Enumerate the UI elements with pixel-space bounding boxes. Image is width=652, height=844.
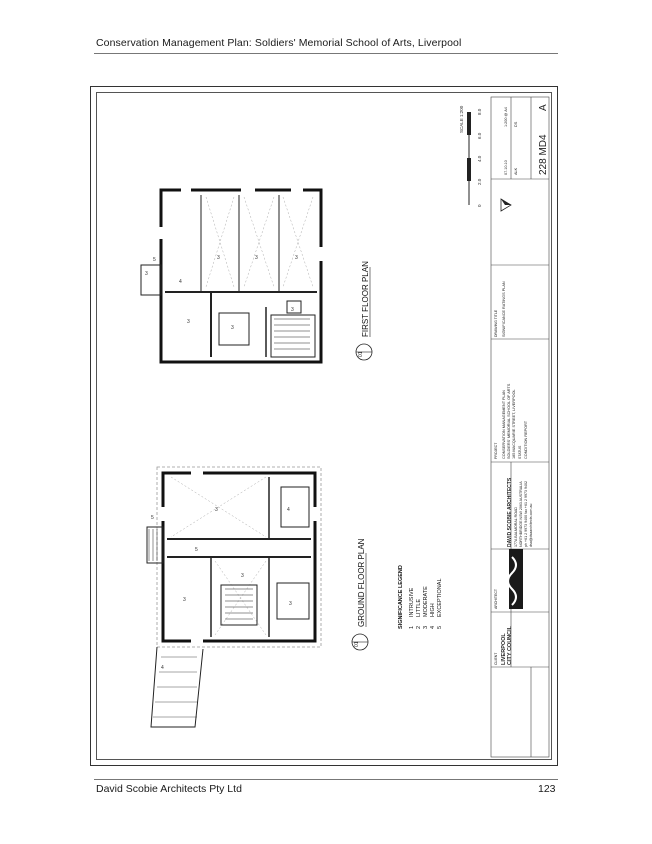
legend-num-3: 3: [423, 626, 429, 629]
scale-label: SCALE 1:200: [459, 105, 464, 133]
legend-title: SIGNIFICANCE LEGEND: [398, 565, 404, 629]
svg-text:3: 3: [295, 255, 298, 261]
first-floor-plan-title: FIRST FLOOR PLAN: [361, 261, 370, 337]
project-line-1: CONSERVATION MANAGEMENT PLAN: [502, 390, 506, 459]
status-label: STATUS: [518, 445, 522, 459]
north-arrow-icon: [500, 198, 512, 212]
legend-label-1: INTRUSIVE: [409, 587, 415, 617]
ground-floor-title-group: 01 GROUND FLOOR PLAN: [351, 538, 369, 651]
legend-label-2: LITTLE: [416, 599, 422, 617]
architect-logo: [507, 549, 523, 609]
architect-address-1: 177A BALMORAL ROAD: [514, 507, 518, 547]
legend-num-2: 2: [416, 626, 422, 629]
architect-address-2: NORTHBRIDGE NSW 2063 AUSTRALIA: [519, 481, 523, 547]
ground-floor-plan-title: GROUND FLOOR PLAN: [357, 538, 366, 627]
svg-text:4: 4: [179, 279, 182, 285]
scale-tick-0: 0: [477, 204, 482, 207]
sheet-inner-border: [96, 92, 552, 760]
svg-text:3: 3: [183, 597, 186, 603]
page-number: 123: [538, 783, 556, 795]
project-line-3: 185 MACQUARIE STREET, LIVERPOOL: [512, 389, 516, 459]
page-header: Conservation Management Plan: Soldiers' …: [96, 37, 462, 49]
svg-text:4: 4: [161, 665, 164, 671]
ground-floor-plan: [146, 466, 322, 728]
project-label: PROJECT: [494, 442, 498, 459]
architect-name: DAVID SCOBIE ARCHITECTS: [507, 477, 513, 547]
svg-text:5: 5: [153, 257, 156, 263]
footer-rule: [94, 779, 558, 780]
checked-value: DS: [514, 121, 518, 127]
svg-text:3: 3: [291, 307, 294, 313]
svg-text:3: 3: [215, 507, 218, 513]
svg-text:4: 4: [287, 507, 290, 513]
client-line-2: CITY COUNCIL: [507, 625, 513, 665]
legend-num-1: 1: [409, 626, 415, 629]
first-floor-room-ratings: 3 3 3 3 3 3 4 3 5: [145, 255, 298, 331]
scale-bar: SCALE 1:200 0 2.0 4.0 6.0 8.0: [459, 105, 482, 207]
svg-text:3: 3: [231, 325, 234, 331]
svg-text:5: 5: [195, 547, 198, 553]
first-floor-ref: 01: [358, 351, 364, 357]
architectural-drawing: 3 3 3 3 3 3 4 3 5: [140, 96, 550, 758]
revision-letter: A: [538, 104, 549, 111]
svg-text:3: 3: [241, 573, 244, 579]
legend-num-5: 5: [437, 626, 443, 629]
scale-tick-2: 4.0: [477, 155, 482, 162]
first-floor-title-group: 01 FIRST FLOOR PLAN: [355, 261, 373, 361]
architect-contact-2: dsa@dsaarchitects.com.au: [529, 504, 533, 547]
svg-text:3: 3: [255, 255, 258, 261]
scale-tick-3: 6.0: [477, 132, 482, 139]
title-block-text: CLIENT LIVERPOOL CITY COUNCIL ARCHITECT …: [494, 104, 549, 665]
status-value: CONDITION REPORT: [524, 420, 528, 459]
svg-text:3: 3: [217, 255, 220, 261]
ground-floor-ref: 01: [354, 641, 360, 647]
first-floor-plan: [140, 188, 323, 364]
date-value: 07.10.10: [504, 160, 508, 175]
scale-value: 1:200 @ A4: [504, 107, 508, 127]
drawing-number: 228 MD4: [538, 134, 549, 175]
architect-contact-1: ph +61 2 9973 9400 fax +61 2 9973 9402: [524, 481, 528, 547]
footer-left: David Scobie Architects Pty Ltd: [96, 783, 242, 795]
significance-legend: SIGNIFICANCE LEGEND 1 INTRUSIVE 2 LITTLE…: [398, 565, 443, 629]
drawn-value: ALK: [514, 167, 518, 175]
header-rule: [94, 53, 558, 54]
legend-num-4: 4: [430, 626, 436, 629]
client-label: CLIENT: [494, 652, 498, 665]
svg-text:3: 3: [145, 271, 148, 277]
legend-label-4: HIGH: [430, 603, 436, 617]
drawing-title-label: DRAWING TITLE: [494, 309, 498, 337]
client-line-1: LIVERPOOL: [501, 633, 507, 665]
legend-label-5: EXCEPTIONAL: [437, 578, 443, 617]
svg-text:5: 5: [151, 515, 154, 521]
title-block: [490, 96, 550, 758]
legend-label-3: MODERATE: [423, 586, 429, 617]
scale-tick-4: 8.0: [477, 108, 482, 115]
svg-text:3: 3: [289, 601, 292, 607]
drawing-title-value: SIGNIFICANCE RATINGS PLAN: [502, 281, 506, 337]
drawing-sheet: 3 3 3 3 3 3 4 3 5: [90, 86, 558, 766]
svg-text:3: 3: [187, 319, 190, 325]
architect-label: ARCHITECT: [494, 588, 498, 609]
ground-floor-room-ratings: 3 4 5 3 3 3 5 4: [151, 507, 292, 671]
scale-tick-1: 2.0: [477, 178, 482, 185]
project-line-2: SOLDIERS' MEMORIAL SCHOOL OF ARTS: [507, 383, 511, 459]
